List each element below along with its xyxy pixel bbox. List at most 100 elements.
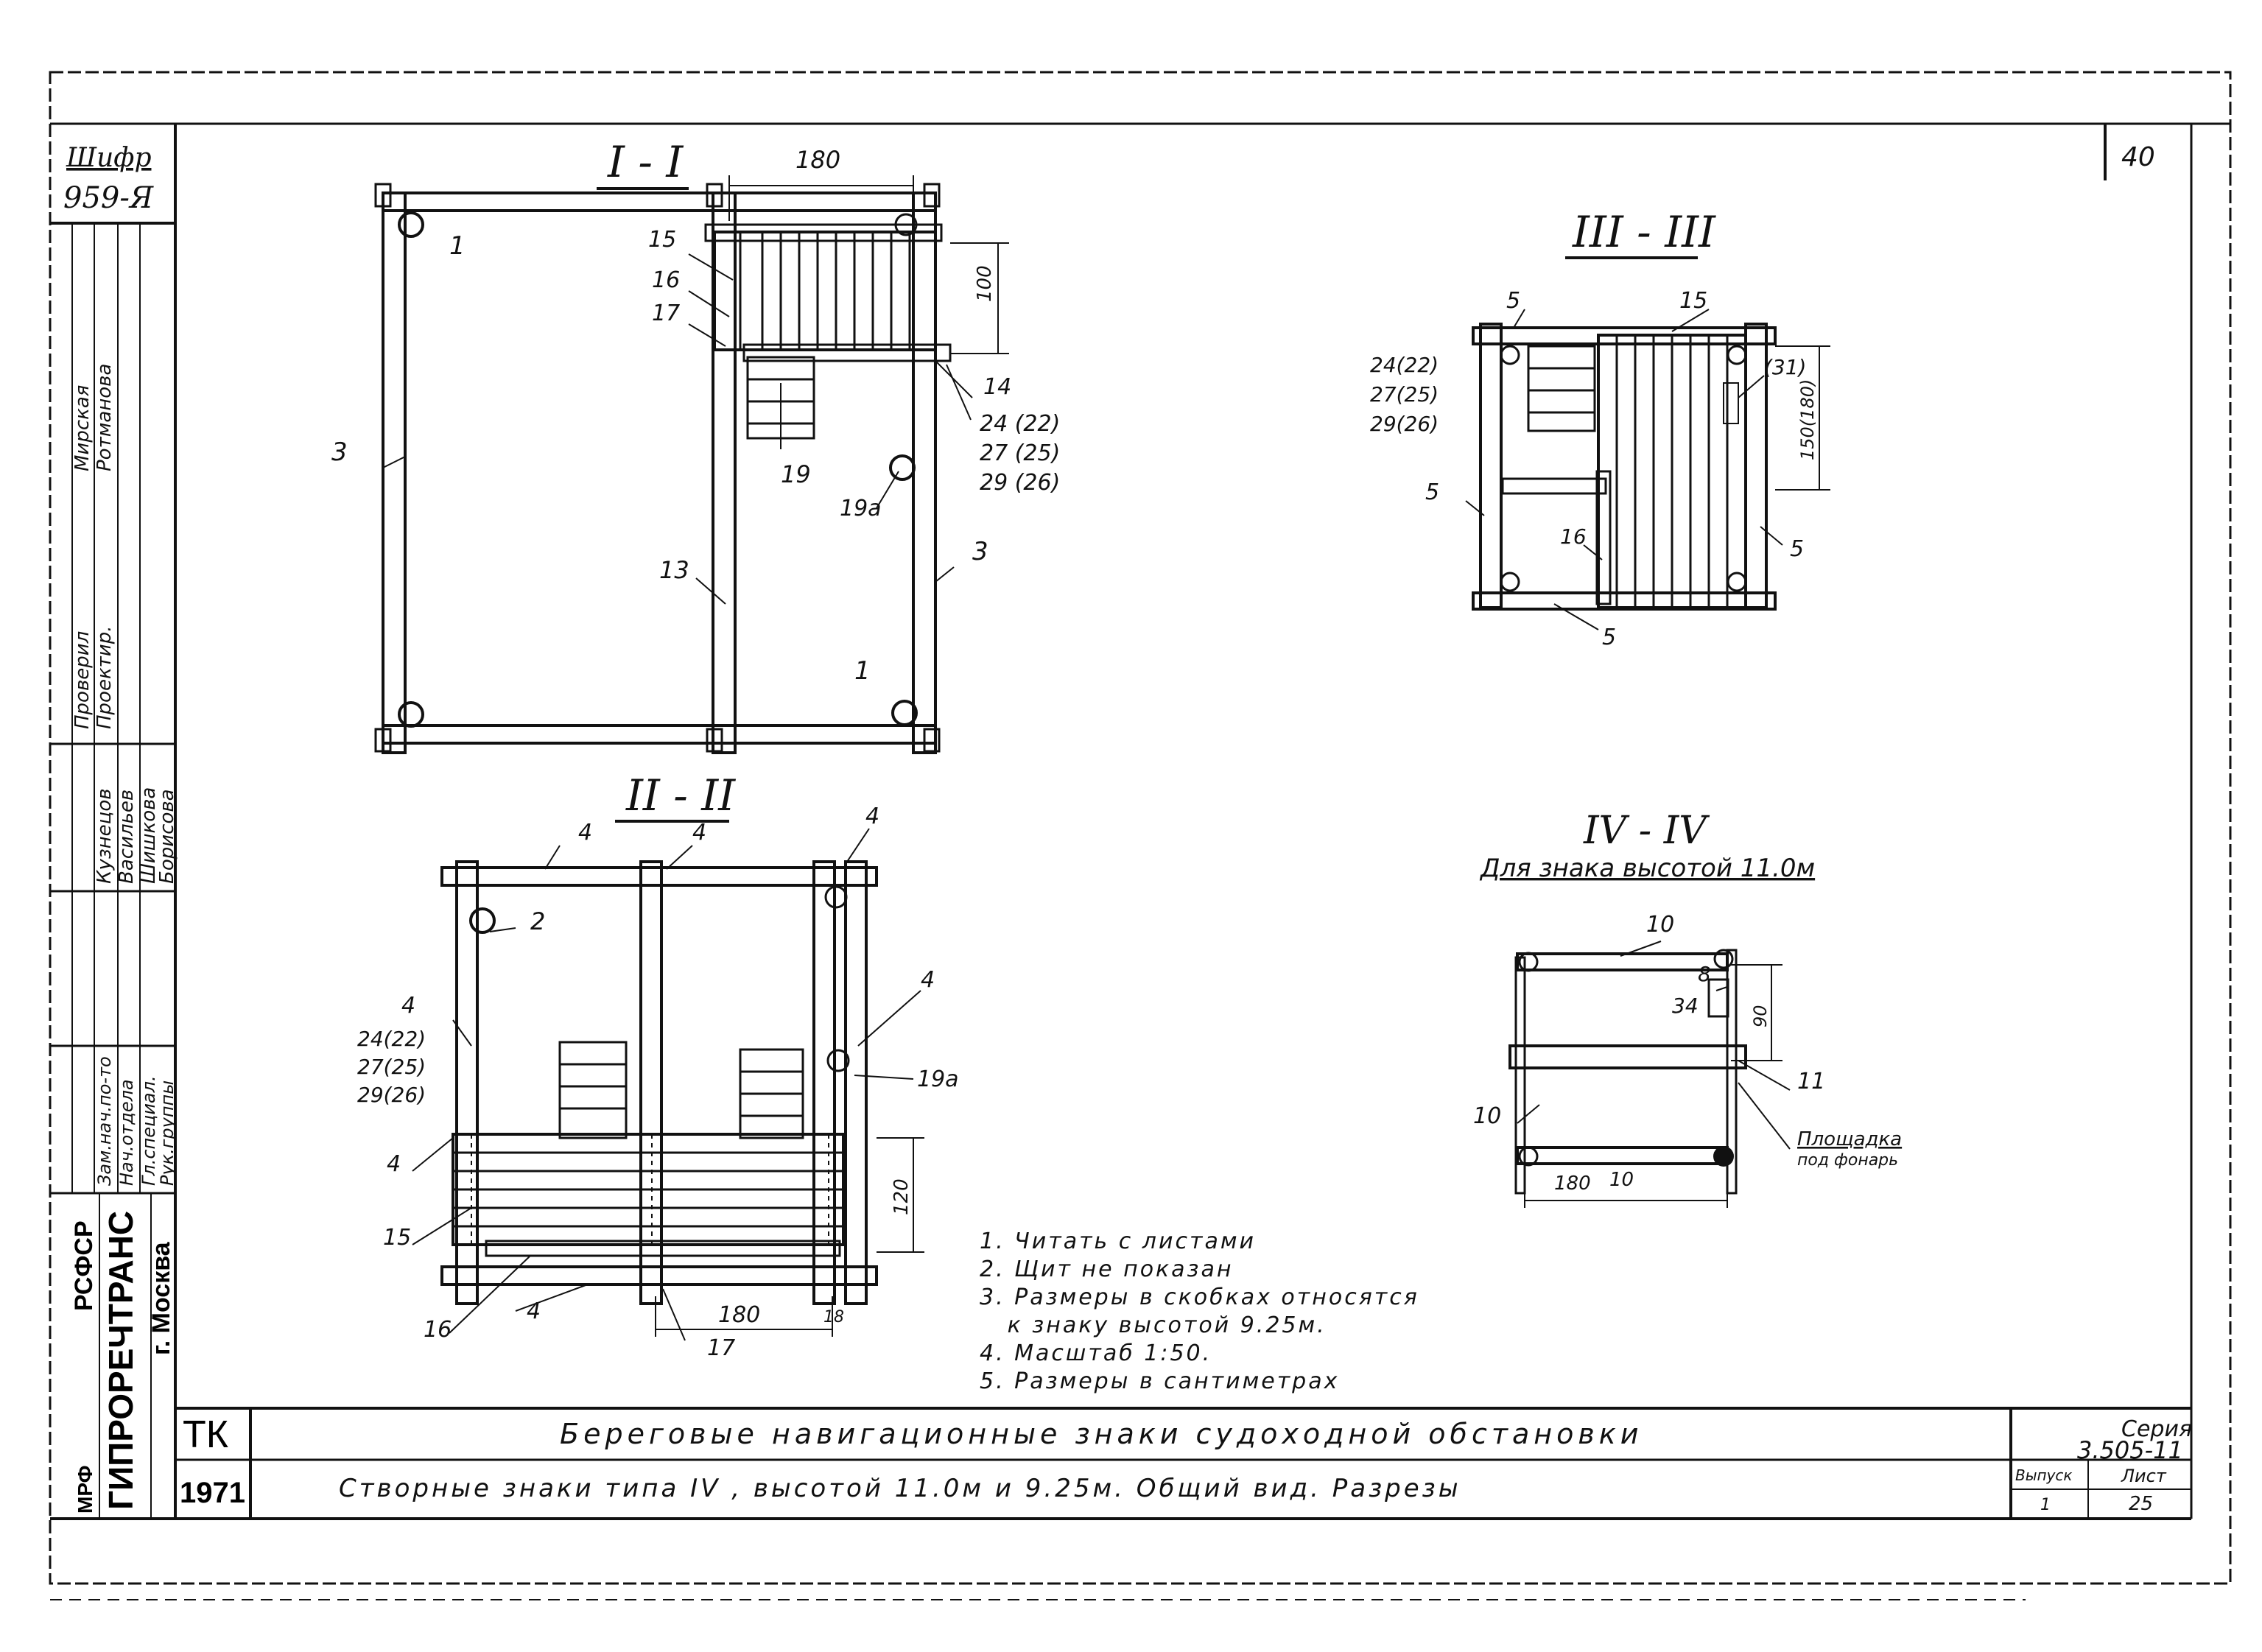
sig-name-1: Ротманова: [94, 364, 116, 471]
s1-label-19: 19: [781, 460, 811, 488]
note-4: 4. Масштаб 1:50.: [980, 1340, 1212, 1366]
s4-dim-180: 180: [1554, 1173, 1591, 1195]
org-giprorechtrans: ГИПРОРЕЧТРАНС: [102, 1211, 140, 1510]
s2-label-4c: 4: [865, 804, 879, 829]
s1-label-3b: 3: [972, 537, 988, 566]
s4-dim-90: 90: [1750, 1005, 1771, 1027]
issue-value: 1: [2040, 1496, 2051, 1514]
s1-group-1: 24 (22): [980, 411, 1060, 437]
signature-block: Проверил Проектир. Мирская Ротманова Куз…: [71, 364, 178, 1186]
s1-label-17: 17: [652, 300, 680, 326]
sig-title-2: Гл.специал.: [138, 1075, 159, 1186]
s3-group-2: 27(25): [1370, 382, 1439, 407]
s2-label-4f: 4: [387, 1151, 401, 1177]
s2-group-1: 24(22): [357, 1027, 426, 1051]
s1-group-2: 27 (25): [980, 440, 1060, 466]
s1-label-3a: 3: [331, 437, 348, 467]
org-rsfsr: РСФСР: [70, 1220, 98, 1311]
s3-label-5d: 5: [1602, 625, 1616, 650]
sheet-stamp: 40: [2121, 142, 2155, 172]
title-sub: Створные знаки типа IV , высотой 11.0м и…: [339, 1474, 1461, 1503]
sheet-value: 25: [2129, 1493, 2153, 1515]
cipher-label: Шифр: [66, 143, 152, 173]
section-1-drawing: I - I: [374, 137, 1009, 754]
s1-label-14: 14: [983, 374, 1011, 400]
s3-group-3: 29(26): [1370, 412, 1439, 436]
sheet-frame: [49, 71, 2232, 1600]
s2-label-4e: 4: [921, 967, 935, 993]
note-3: 3. Размеры в скобках относятся: [980, 1284, 1419, 1310]
s3-label-15: 15: [1679, 288, 1707, 314]
sig-name-3: Васильев: [116, 790, 138, 884]
sheet-label: Лист: [2121, 1466, 2167, 1486]
notes-block: 1. Читать с листами 2. Щит не показан 3.…: [980, 1229, 1419, 1394]
org-mrf: МРФ: [74, 1465, 96, 1514]
s1-group-3: 29 (26): [980, 470, 1060, 496]
s4-label-10a: 10: [1646, 912, 1674, 938]
s1-label-1b: 1: [854, 656, 871, 686]
s4-platform-2: под фонарь: [1797, 1151, 1898, 1170]
note-2: 2. Щит не показан: [980, 1256, 1234, 1282]
s3-label-5c: 5: [1790, 536, 1804, 562]
org-moscow: г. Москва: [147, 1241, 175, 1355]
sig-title-3: Рук.группы: [157, 1080, 178, 1186]
sig-name-2: Кузнецов: [94, 788, 116, 884]
s2-label-4d: 4: [401, 993, 415, 1019]
s2-dim-120: 120: [891, 1178, 913, 1215]
s2-label-19a: 19а: [917, 1066, 959, 1092]
s2-label-16: 16: [424, 1317, 452, 1343]
s4-label-10c: 10: [1609, 1169, 1634, 1191]
sig-role-0: Проверил: [71, 631, 94, 729]
s3-label-5b: 5: [1425, 479, 1439, 505]
s2-dim-180: 180: [718, 1302, 760, 1328]
s4-label-8: 8: [1698, 962, 1711, 986]
s4-label-10b: 10: [1473, 1103, 1501, 1129]
section-2-title: II - II: [625, 770, 736, 820]
s2-group-2: 27(25): [357, 1055, 426, 1079]
s1-label-16: 16: [652, 267, 680, 293]
year-label: 1971: [180, 1477, 245, 1509]
s2-label-4g: 4: [527, 1298, 541, 1324]
s2-group-3: 29(26): [357, 1083, 426, 1107]
s1-label-19a: 19а: [840, 496, 882, 521]
tk-label: ТК: [183, 1413, 228, 1456]
s2-label-17: 17: [707, 1335, 735, 1361]
section-3-drawing: III - III: [1465, 207, 1830, 630]
section-4-drawing: IV - IV Для знака высотой 11.0м: [1479, 809, 1815, 1208]
s3-group-1: 24(22): [1370, 353, 1439, 377]
s2-label-4b: 4: [692, 820, 706, 846]
s1-label-1a: 1: [449, 231, 466, 261]
sig-role-1: Проектир.: [94, 626, 116, 729]
s1-label-13: 13: [659, 556, 689, 584]
s4-label-34: 34: [1672, 994, 1699, 1018]
s2-label-15: 15: [383, 1225, 411, 1251]
cipher-value: 959-Я: [63, 181, 154, 215]
section-3-title: III - III: [1572, 207, 1716, 257]
s3-dim: 150(180): [1797, 379, 1818, 460]
series-label: Серия: [2121, 1416, 2192, 1442]
sig-name-0: Мирская: [71, 385, 94, 471]
s2-label-2: 2: [530, 907, 545, 935]
s1-dim-100: 100: [974, 265, 996, 302]
series-value: 3.505-11: [2077, 1436, 2183, 1464]
section-2-drawing: II - II: [412, 770, 924, 1341]
s3-label-5a: 5: [1506, 288, 1520, 314]
s3-label-16: 16: [1560, 524, 1587, 549]
section-1-title: I - I: [607, 137, 684, 187]
s4-platform-1: Площадка: [1797, 1128, 1902, 1150]
note-5: 5. Размеры в сантиметрах: [980, 1368, 1339, 1394]
sig-title-0: Зам.нач.по-то: [94, 1056, 115, 1186]
s4-label-11: 11: [1797, 1069, 1825, 1094]
sig-name-5: Борисова: [156, 789, 178, 884]
note-1: 1. Читать с листами: [980, 1229, 1256, 1254]
s2-label-4a: 4: [578, 820, 592, 846]
title-main: Береговые навигационные знаки судоходной…: [560, 1418, 1643, 1450]
sig-name-4: Шишкова: [138, 787, 160, 884]
section-4-note: Для знака высотой 11.0м: [1479, 854, 1815, 883]
note-3b: к знаку высотой 9.25м.: [980, 1312, 1327, 1338]
s3-label-31: (31): [1764, 355, 1806, 379]
s1-label-15: 15: [648, 227, 676, 253]
s2-dim-18: 18: [823, 1308, 844, 1326]
section-4-title: IV - IV: [1583, 809, 1710, 853]
